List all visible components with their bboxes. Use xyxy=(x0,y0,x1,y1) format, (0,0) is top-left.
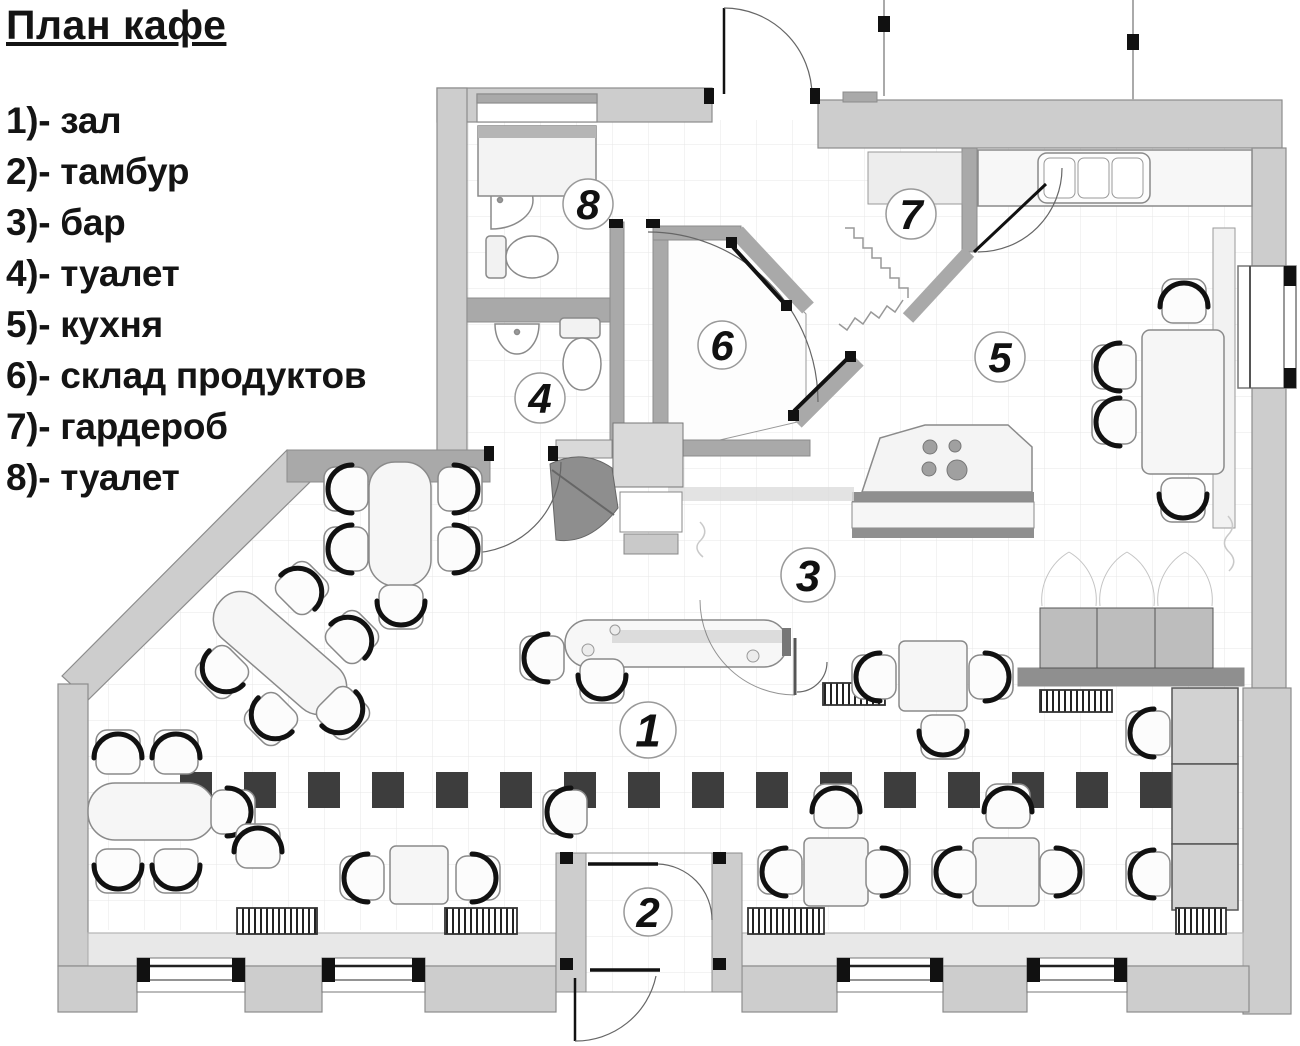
table xyxy=(389,845,449,905)
page-title: План кафе xyxy=(6,2,227,48)
outer-walls xyxy=(57,87,1292,1015)
legend: План кафе 1)- зал 2)- тамбур 3)- бар 4)-… xyxy=(6,0,367,503)
floor-stripe xyxy=(180,772,1172,808)
vestibule xyxy=(555,852,743,1042)
bar-counter xyxy=(564,619,828,695)
kitchen-fixtures xyxy=(555,149,1253,572)
cloakroom-step-zigzag xyxy=(845,227,909,298)
room-label-4: 4 xyxy=(514,372,566,424)
legend-item-6: 6)- склад продуктов xyxy=(6,355,367,396)
window-bottom-2 xyxy=(321,957,426,993)
toilet-room-4-fixtures xyxy=(477,125,602,391)
legend-item-4: 4)- туалет xyxy=(6,253,180,294)
legend-item-3: 3)- бар xyxy=(6,202,126,243)
room-label-8: 8 xyxy=(562,178,614,230)
kitchen-table xyxy=(1141,329,1225,475)
legend-item-2: 2)- тамбур xyxy=(6,151,190,192)
toilet-room-8-fixtures xyxy=(485,170,559,279)
room-label-2: 2 xyxy=(623,887,673,937)
room-label-1: 1 xyxy=(619,701,677,759)
room-label-3-number: 3 xyxy=(796,552,820,601)
table xyxy=(972,837,1040,907)
legend-item-1: 1)- зал xyxy=(6,100,122,141)
table xyxy=(368,461,432,587)
doors xyxy=(469,7,1063,696)
service-shelf xyxy=(555,439,613,459)
table xyxy=(803,837,869,907)
exterior-section-lines xyxy=(878,0,1139,100)
window-bottom-3 xyxy=(836,957,944,993)
stove xyxy=(860,424,1033,493)
legend-item-7: 7)- гардероб xyxy=(6,406,228,447)
cloakroom-counter xyxy=(867,151,963,205)
windows xyxy=(136,265,1297,993)
table xyxy=(87,782,216,841)
room-label-5: 5 xyxy=(974,331,1026,383)
dining-tables xyxy=(87,329,1225,907)
service-counter xyxy=(619,491,683,533)
serving-shelf xyxy=(668,487,854,501)
room-label-2-number: 2 xyxy=(635,889,659,936)
cloakroom-sawtooth xyxy=(838,299,904,332)
decor-squiggle-2 xyxy=(1223,515,1235,572)
service-station xyxy=(612,422,684,488)
room-label-3: 3 xyxy=(780,547,836,603)
table xyxy=(898,640,968,712)
room-label-6-number: 6 xyxy=(710,322,734,369)
decor-squiggle-1 xyxy=(696,521,706,558)
room-label-7: 7 xyxy=(885,188,937,240)
room-label-6: 6 xyxy=(697,320,747,370)
legend-item-8: 8)- туалет xyxy=(6,457,180,498)
room-label-8-number: 8 xyxy=(576,181,600,228)
window-bottom-1 xyxy=(136,957,246,993)
room-label-5-number: 5 xyxy=(988,334,1012,381)
kitchen-pass-counter xyxy=(851,501,1035,529)
room-labels: 1 2 3 4 5 6 7 8 xyxy=(514,178,1026,937)
window-bottom-4 xyxy=(1026,957,1128,993)
legend-item-5: 5)- кухня xyxy=(6,304,163,345)
room-label-1-number: 1 xyxy=(635,705,661,757)
room-label-7-number: 7 xyxy=(899,191,924,238)
piano xyxy=(549,456,619,542)
kitchen-counter-edge xyxy=(852,492,1034,502)
legend-items: 1)- зал 2)- тамбур 3)- бар 4)- туалет 5)… xyxy=(6,95,367,503)
room-label-4-number: 4 xyxy=(527,375,551,422)
window-right xyxy=(1237,265,1297,389)
banquette xyxy=(1171,687,1239,911)
bench-seating xyxy=(1039,551,1214,669)
